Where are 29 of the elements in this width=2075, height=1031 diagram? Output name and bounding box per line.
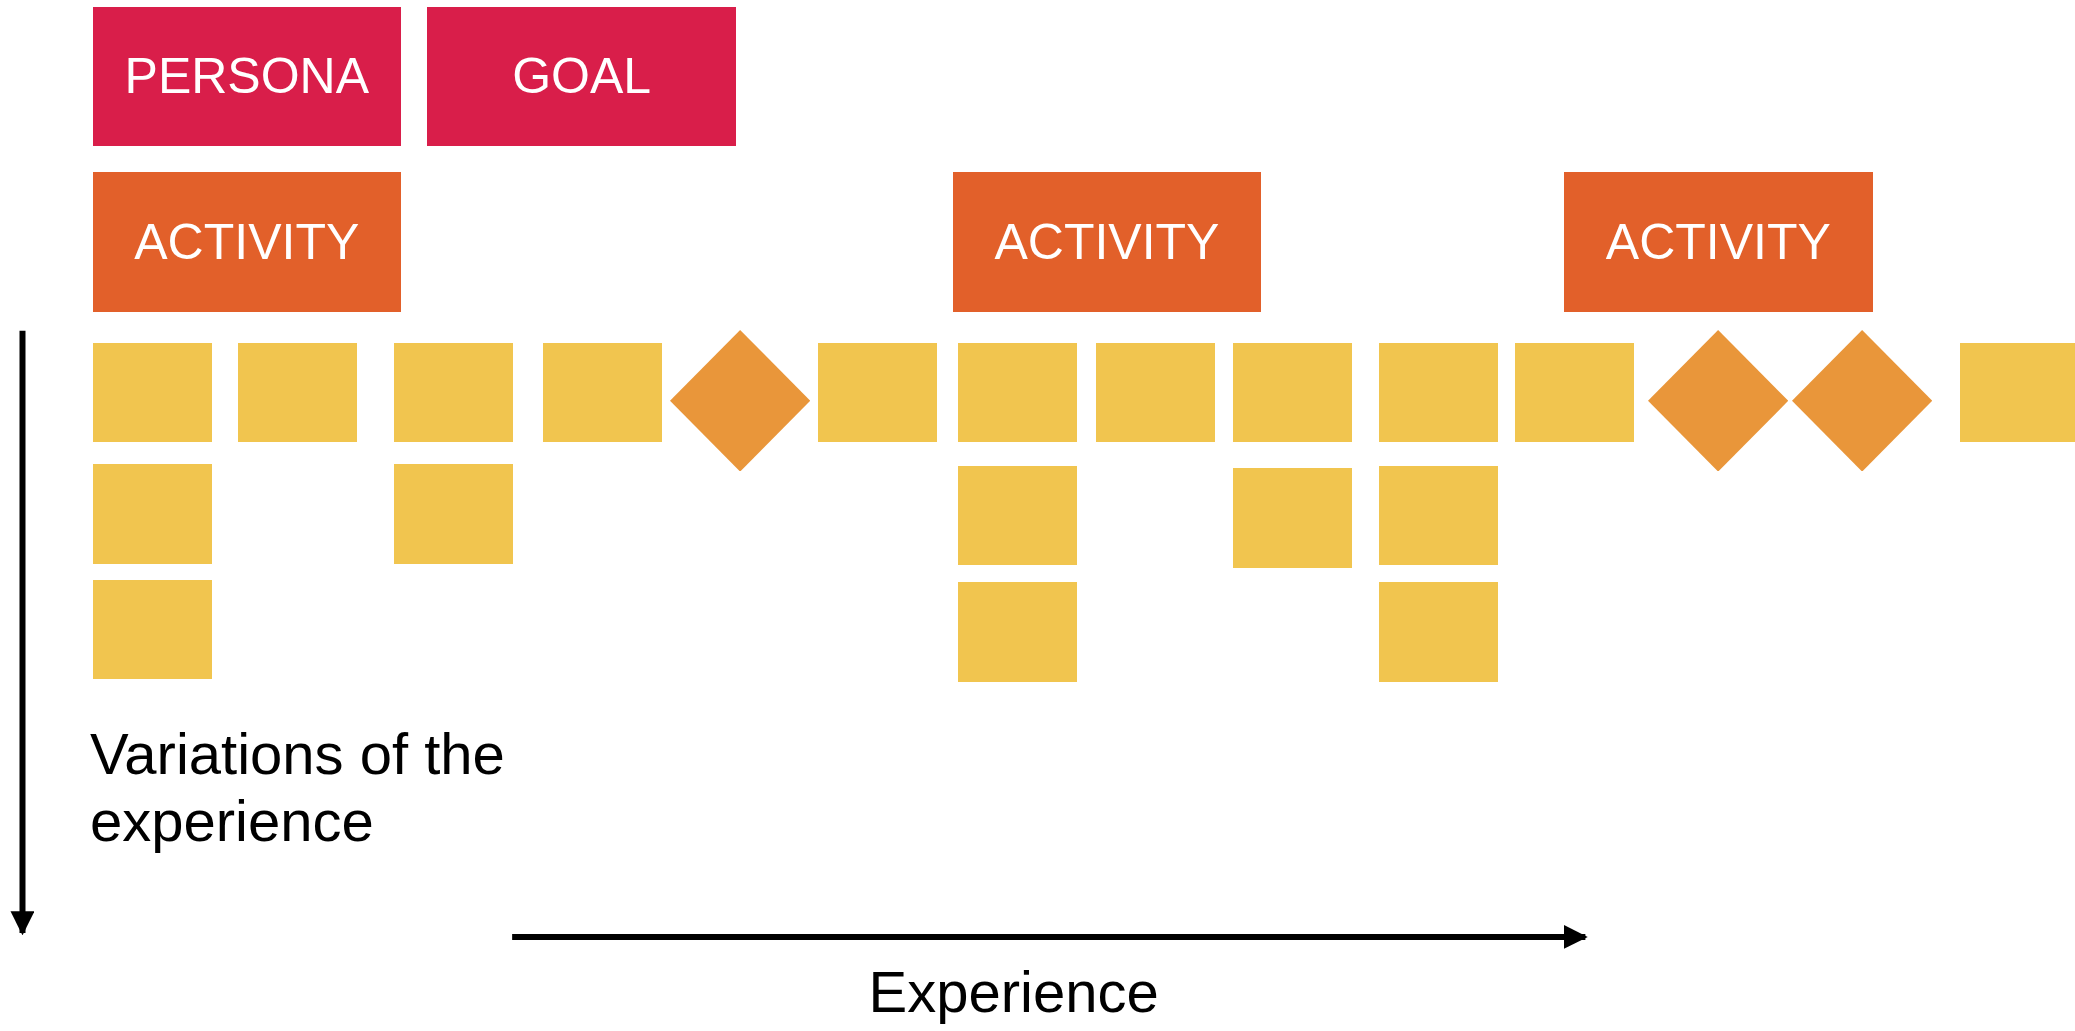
decision-diamond [1791, 329, 1933, 472]
sticky-note [1233, 468, 1353, 568]
decision-diamond [669, 329, 810, 472]
axis-label: Experience [867, 959, 1160, 1027]
sticky-note [1095, 342, 1215, 442]
sticky-note [238, 342, 358, 442]
sticky-note [394, 464, 514, 564]
sticky-note: ACTIVITY [92, 172, 401, 313]
sticky-note: ACTIVITY [952, 172, 1262, 313]
decision-diamond [1647, 329, 1788, 472]
sticky-note: GOAL [427, 6, 736, 146]
sticky-note [394, 342, 514, 442]
sticky-note [92, 342, 212, 442]
sticky-note [92, 579, 212, 679]
sticky-note: PERSONA [92, 6, 401, 146]
sticky-note [1378, 342, 1498, 442]
sticky-note [958, 582, 1078, 682]
sticky-note [542, 342, 662, 442]
sticky-note [1515, 342, 1635, 442]
sticky-note [958, 465, 1078, 566]
sticky-note [958, 342, 1078, 442]
sticky-note [817, 342, 937, 442]
sticky-note [1233, 342, 1353, 442]
axis-label: Variations of the experience [90, 721, 506, 855]
sticky-note [92, 464, 212, 564]
sticky-note [1378, 465, 1498, 566]
sticky-note [1378, 582, 1498, 682]
sticky-note: ACTIVITY [1564, 172, 1873, 313]
sticky-note [1959, 342, 2075, 442]
